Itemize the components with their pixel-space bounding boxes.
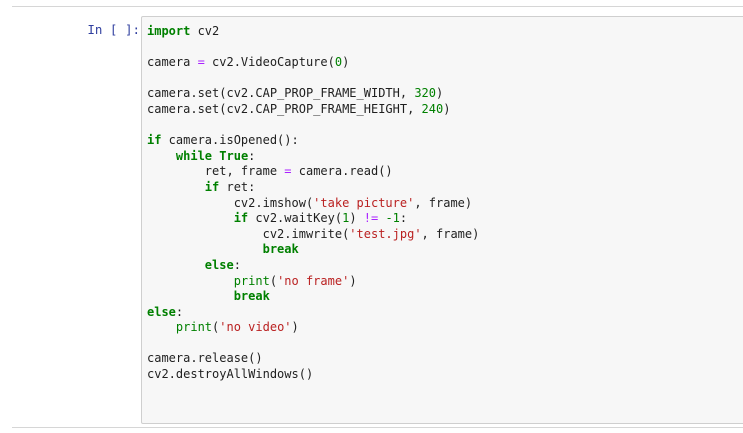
code-token: ): [349, 273, 357, 288]
code-line: while True:: [147, 149, 479, 165]
code-token: ): [443, 101, 451, 116]
code-token: =: [197, 55, 205, 70]
code-token: (: [269, 273, 278, 288]
code-line: break: [147, 242, 479, 258]
code-token: ): [436, 86, 444, 101]
code-token: True: [219, 148, 249, 163]
code-line: [147, 118, 479, 134]
code-line: camera.set(cv2.CAP_PROP_FRAME_WIDTH, 320…: [147, 86, 479, 102]
code-token: camera.isOpened():: [161, 133, 299, 148]
code-line: [147, 40, 479, 56]
code-token: [147, 320, 176, 334]
code-token: 'no video': [219, 320, 292, 335]
code-line: else:: [147, 258, 479, 274]
code-token: 240: [421, 101, 444, 116]
code-token: else: [204, 257, 234, 272]
code-editor[interactable]: [141, 16, 743, 424]
code-line: if cv2.waitKey(1) != -1:: [147, 211, 479, 227]
code-line: print('no video'): [147, 320, 479, 336]
code-line: import cv2: [147, 24, 479, 40]
code-token: cv2.imwrite(: [147, 226, 350, 241]
code-line: [147, 336, 479, 352]
code-token: , frame): [414, 195, 473, 210]
code-token: -1: [385, 211, 400, 226]
code-token: [147, 274, 234, 288]
code-token: (: [212, 320, 220, 335]
code-token: :: [399, 211, 408, 226]
code-token: cv2.destroyAllWindows(): [147, 367, 314, 382]
code-line: else:: [147, 305, 479, 321]
code-token: !=: [363, 211, 379, 226]
code-token: ): [291, 320, 299, 335]
code-line: [147, 71, 479, 87]
code-token: , frame): [421, 226, 480, 241]
code-token: while: [175, 148, 213, 163]
code-token: 0: [334, 55, 343, 70]
code-token: [147, 211, 234, 225]
code-line: camera = cv2.VideoCapture(0): [147, 55, 479, 71]
code-token: ): [342, 55, 350, 70]
code-line: camera.release(): [147, 351, 479, 367]
code-token: print: [233, 273, 270, 288]
code-token: camera: [147, 55, 198, 70]
code-token: camera.set(cv2.CAP_PROP_FRAME_WIDTH,: [147, 86, 415, 101]
code-token: camera.release(): [147, 351, 263, 366]
code-token: else: [147, 304, 176, 319]
code-token: [147, 289, 234, 303]
code-token: [147, 242, 263, 256]
code-line: cv2.destroyAllWindows(): [147, 367, 479, 383]
code-token: ): [349, 211, 364, 226]
code-token: cv2: [190, 24, 220, 38]
code-token: if: [147, 133, 162, 148]
code-line: if camera.isOpened():: [147, 133, 479, 149]
code-token: if: [233, 211, 249, 226]
code-token: [147, 149, 176, 163]
code-line: break: [147, 289, 479, 305]
code-token: break: [233, 289, 270, 304]
code-token: [147, 258, 205, 272]
code-token: break: [262, 242, 299, 257]
code-token: :: [233, 257, 241, 272]
code-token: :: [248, 148, 256, 163]
code-line: print('no frame'): [147, 274, 479, 290]
code-line: cv2.imshow('take picture', frame): [147, 196, 479, 212]
code-line: if ret:: [147, 180, 479, 196]
code-token: 'test.jpg': [349, 226, 422, 241]
code-token: 1: [342, 211, 350, 226]
code-token: camera.read(): [291, 164, 393, 179]
code-token: :: [175, 304, 184, 319]
code-token: print: [175, 320, 213, 335]
code-line: ret, frame = camera.read(): [147, 164, 479, 180]
code-token: import: [147, 24, 191, 38]
code-token: cv2.imshow(: [147, 195, 314, 210]
code-token: 'take picture': [313, 195, 415, 210]
code-token: ret, frame: [147, 164, 285, 179]
code-line: camera.set(cv2.CAP_PROP_FRAME_HEIGHT, 24…: [147, 102, 479, 118]
code-token: =: [284, 164, 292, 179]
code-token: ret:: [219, 179, 256, 194]
code-token: 320: [414, 86, 436, 101]
code-token: [147, 180, 205, 194]
code-token: cv2.VideoCapture(: [204, 55, 335, 70]
input-prompt: In [ ]:: [87, 22, 140, 37]
code-token: cv2.waitKey(: [248, 211, 343, 226]
code-token: 'no frame': [277, 273, 350, 288]
code-token: if: [204, 179, 220, 194]
code-line: cv2.imwrite('test.jpg', frame): [147, 226, 480, 243]
code-token: camera.set(cv2.CAP_PROP_FRAME_HEIGHT,: [147, 101, 422, 116]
